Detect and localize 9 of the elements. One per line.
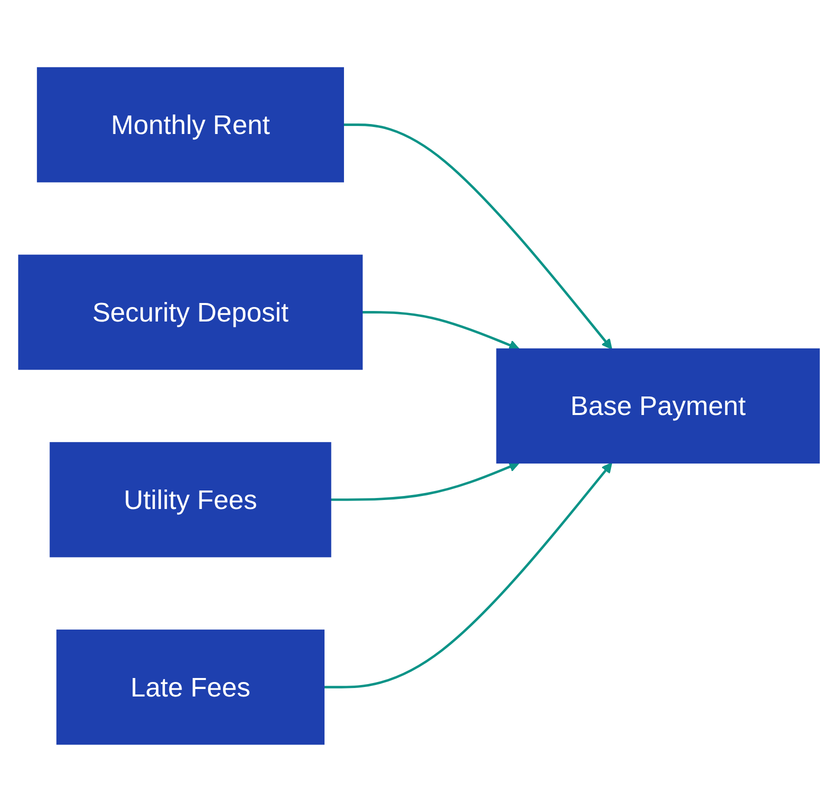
node-box: Utility Fees [50,442,332,558]
node-box: Monthly Rent [36,67,344,182]
arrow [324,462,612,688]
arrow [330,462,520,501]
arrow [343,124,612,350]
node-box: Security Deposit [18,254,363,370]
arrow [362,311,520,350]
node-box: Base Payment [496,348,820,464]
node-box: Late Fees [56,630,325,745]
